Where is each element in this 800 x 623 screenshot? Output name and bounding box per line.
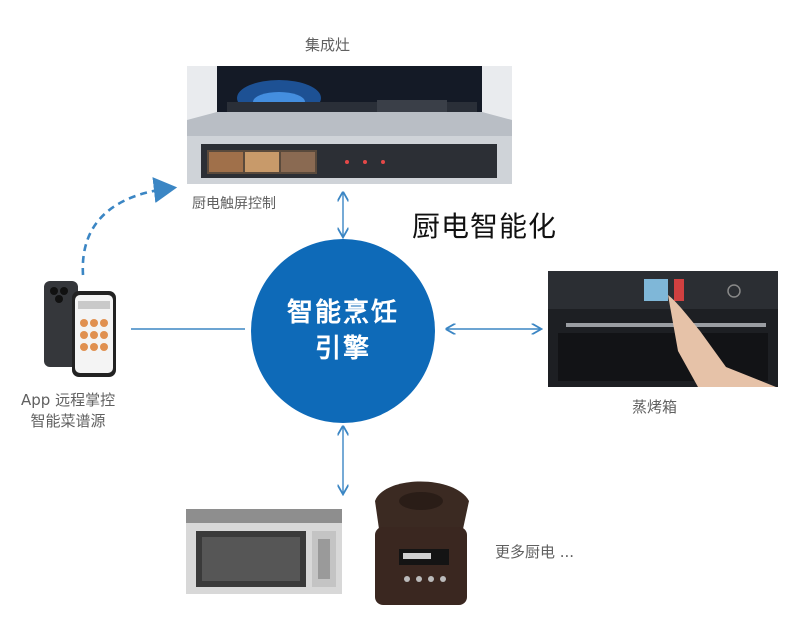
app-label: App 远程掌控 智能菜谱源: [21, 390, 115, 432]
app-label-line-1: App 远程掌控: [21, 391, 116, 409]
hub-line-2: 引擎: [314, 334, 371, 364]
app-label-line-2: 智能菜谱源: [30, 412, 106, 430]
smartphone-app-image: [44, 281, 116, 377]
microwave-image: [186, 509, 342, 594]
steam-oven-image: [548, 271, 778, 387]
smart-cooking-engine-hub: 智能烹饪 引擎: [251, 239, 435, 423]
diagram-title: 厨电智能化: [412, 210, 558, 243]
hub-line-1: 智能烹饪: [286, 298, 399, 328]
dashed-arrow-app-stove: [81, 177, 178, 276]
stove-sublabel: 厨电触屏控制: [192, 196, 276, 212]
stove-label: 集成灶: [305, 36, 351, 54]
more-appliances-label: 更多厨电 ...: [495, 543, 575, 561]
oven-label: 蒸烤箱: [632, 398, 678, 416]
integrated-stove-image: [187, 66, 512, 184]
rice-cooker-image: [375, 481, 469, 605]
